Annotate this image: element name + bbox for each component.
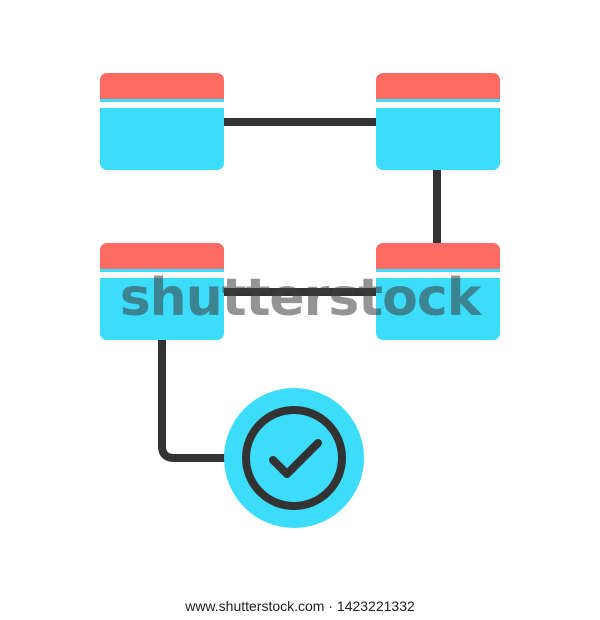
node-divider: [100, 102, 224, 108]
node-divider: [100, 272, 224, 278]
connector-to-check: [158, 336, 234, 462]
footer-url: www.shutterstock.com · 1423221332: [185, 598, 415, 614]
node-divider: [376, 272, 500, 278]
window-icon: [100, 73, 224, 170]
window-icon: [376, 73, 500, 170]
node-body: [376, 99, 500, 170]
node-body: [100, 99, 224, 170]
connectors: [158, 118, 441, 462]
node-header: [100, 243, 224, 275]
node-body: [100, 269, 224, 340]
check-mark: [269, 439, 322, 478]
node-header: [376, 243, 500, 275]
checkmark-icon: [224, 388, 364, 528]
check-ring: [242, 406, 346, 510]
node-header: [376, 73, 500, 105]
node-body: [376, 269, 500, 340]
node-header: [100, 73, 224, 105]
node-divider: [376, 102, 500, 108]
window-icon: [100, 243, 224, 340]
window-icon: [376, 243, 500, 340]
